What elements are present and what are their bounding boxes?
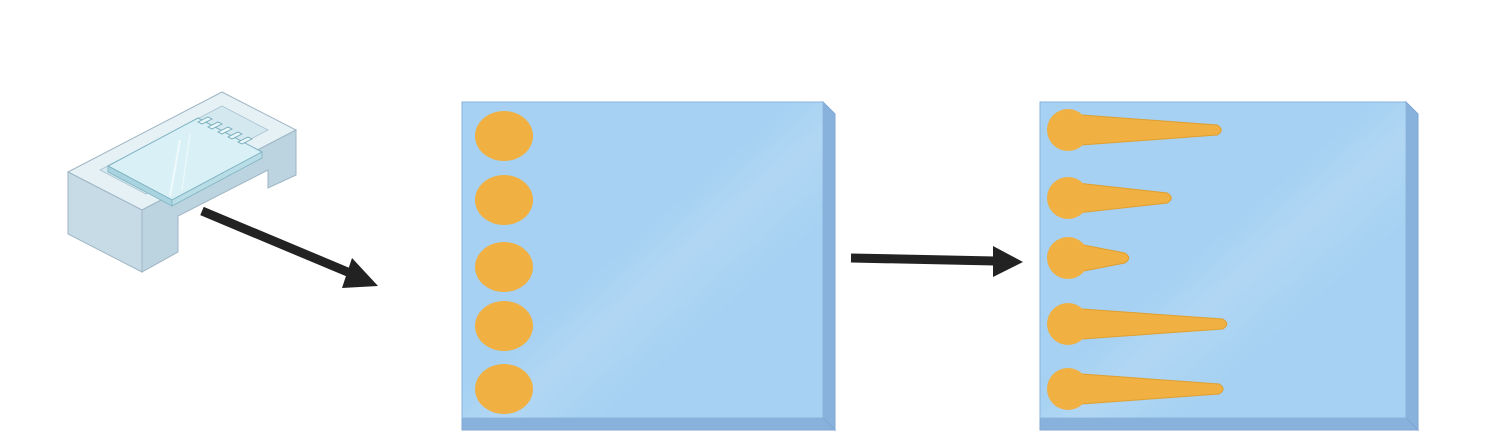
- gel-bottom-edge: [461, 417, 837, 431]
- sample-well: [475, 111, 533, 161]
- migrated-band: [1047, 109, 1222, 151]
- sample-well: [475, 242, 533, 292]
- gel-side-edge: [822, 100, 836, 432]
- sample-well: [475, 364, 533, 414]
- sample-well: [475, 175, 533, 225]
- arrow-right-icon: [850, 246, 1023, 277]
- migrated-bands: [1047, 109, 1228, 410]
- gel-electrophoresis-tank-icon: [66, 91, 298, 273]
- gel-wells: [197, 116, 253, 145]
- migrated-band: [1047, 368, 1224, 410]
- gel-bottom-edge: [1039, 417, 1420, 431]
- migrated-band: [1047, 303, 1228, 345]
- sample-wells: [475, 111, 533, 414]
- gel-with-loaded-wells: [461, 100, 837, 432]
- arrow-right-down-icon: [200, 206, 378, 288]
- sample-well: [475, 301, 533, 351]
- gel-slab-edge-2: [171, 151, 263, 207]
- migrated-band: [1047, 237, 1130, 279]
- tank-side-face: [141, 129, 297, 273]
- gel-after-electrophoresis: [1039, 100, 1420, 432]
- gel-side-edge: [1405, 100, 1419, 432]
- migrated-band: [1047, 177, 1172, 219]
